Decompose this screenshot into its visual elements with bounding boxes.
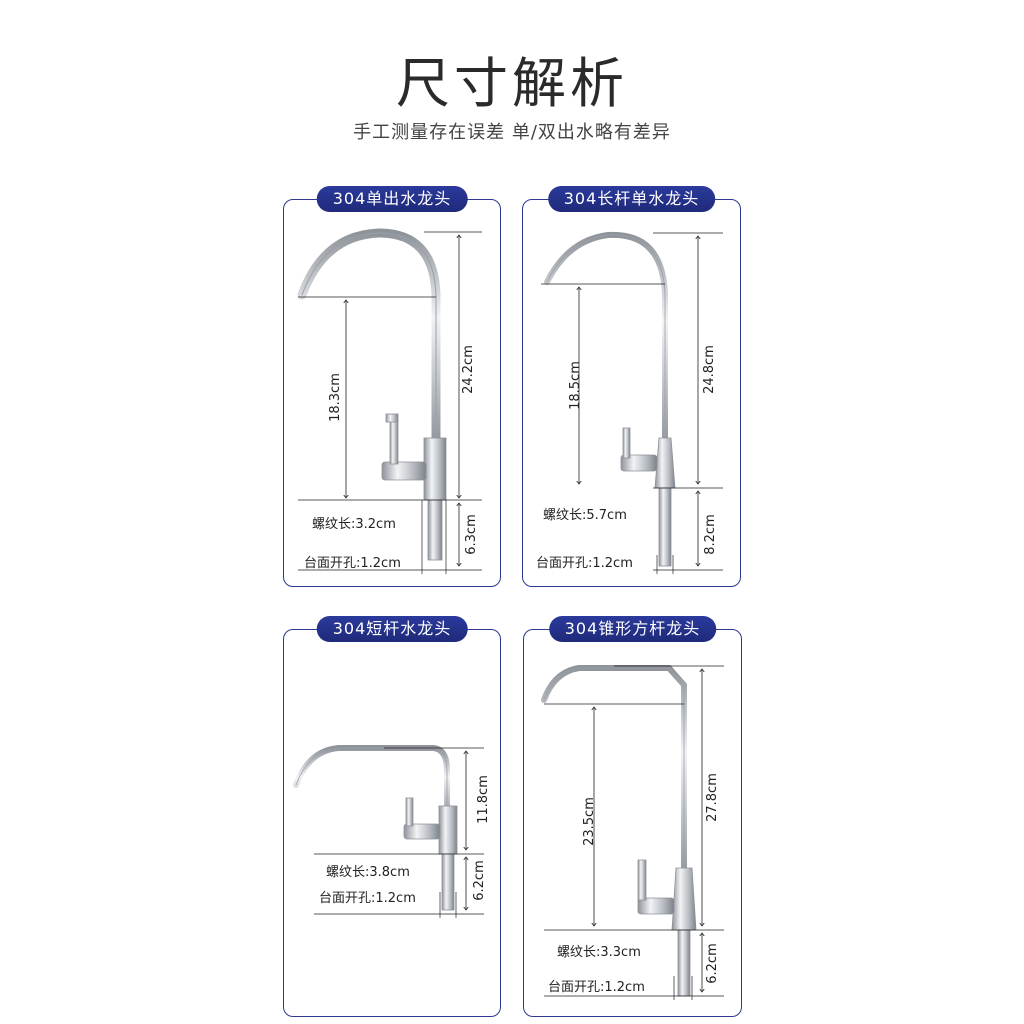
total-height-label: 24.8cm <box>701 345 717 394</box>
spout-height-label: 18.3cm <box>327 373 343 422</box>
thread-height-label: 6.2cm <box>471 860 487 901</box>
faucet-handle <box>620 454 658 472</box>
faucet-body <box>423 437 447 501</box>
faucet-body <box>438 805 458 855</box>
faucet-card-long-rod: 304长杆单水龙头 18.5cm 24.8cm 螺纹长:5.7cm 8.2cm … <box>522 186 741 587</box>
card-badge: 304短杆水龙头 <box>316 616 468 642</box>
thread-length-label: 螺纹长:3.8cm <box>326 865 410 880</box>
spout-height-label: 23.5cm <box>581 797 597 846</box>
faucet-spout <box>293 745 450 823</box>
faucet-thread <box>658 487 672 567</box>
card-badge: 304锥形方杆龙头 <box>548 616 717 642</box>
faucet-handle <box>637 897 675 915</box>
faucet-thread <box>441 853 455 911</box>
faucet-thread <box>677 929 691 997</box>
hole-size-label: 台面开孔:1.2cm <box>548 980 645 995</box>
page-title: 尺寸解析 <box>396 52 628 115</box>
faucet-card-short-rod: 304短杆水龙头 11.8cm 螺纹长:3.8cm 6.2cm 台面开孔:1.2… <box>283 616 501 1017</box>
faucet-card-tapered-square: 304锥形方杆龙头 23.5cm 27.8cm 螺纹长:3.3cm 6.2cm … <box>523 616 742 1017</box>
faucet-thread <box>427 499 443 561</box>
faucet-handle <box>381 461 427 481</box>
faucet-diagram <box>293 745 484 918</box>
faucet-body <box>671 867 697 931</box>
page-subtitle: 手工测量存在误差 单/双出水略有差异 <box>353 122 671 143</box>
thread-length-label: 螺纹长:5.7cm <box>543 508 627 523</box>
faucet-diagram <box>541 231 723 574</box>
faucet-spout <box>541 665 687 883</box>
thread-length-label: 螺纹长:3.3cm <box>557 945 641 960</box>
total-height-label: 11.8cm <box>475 775 491 824</box>
faucet-diagram <box>297 228 482 574</box>
faucet-handle <box>403 823 441 840</box>
faucet-card-single-outlet: 304单出水龙头 18.3cm 24.2cm 螺纹长:3.2cm 6.3cm 台… <box>283 186 501 587</box>
faucet-diagram <box>541 665 724 1000</box>
faucet-spout <box>297 228 441 450</box>
hole-size-label: 台面开孔:1.2cm <box>319 891 416 906</box>
faucet-body <box>654 437 676 489</box>
thread-length-label: 螺纹长:3.2cm <box>312 517 396 532</box>
hole-size-label: 台面开孔:1.2cm <box>304 556 401 571</box>
card-badge: 304长杆单水龙头 <box>547 186 716 212</box>
thread-height-label: 6.2cm <box>704 943 720 984</box>
thread-height-label: 6.3cm <box>463 514 479 555</box>
spout-height-label: 18.5cm <box>567 361 583 410</box>
thread-height-label: 8.2cm <box>702 514 718 555</box>
card-badge: 304单出水龙头 <box>316 186 468 212</box>
faucet-spout <box>544 231 668 453</box>
total-height-label: 24.2cm <box>460 345 476 394</box>
total-height-label: 27.8cm <box>704 773 720 822</box>
hole-size-label: 台面开孔:1.2cm <box>536 556 633 571</box>
